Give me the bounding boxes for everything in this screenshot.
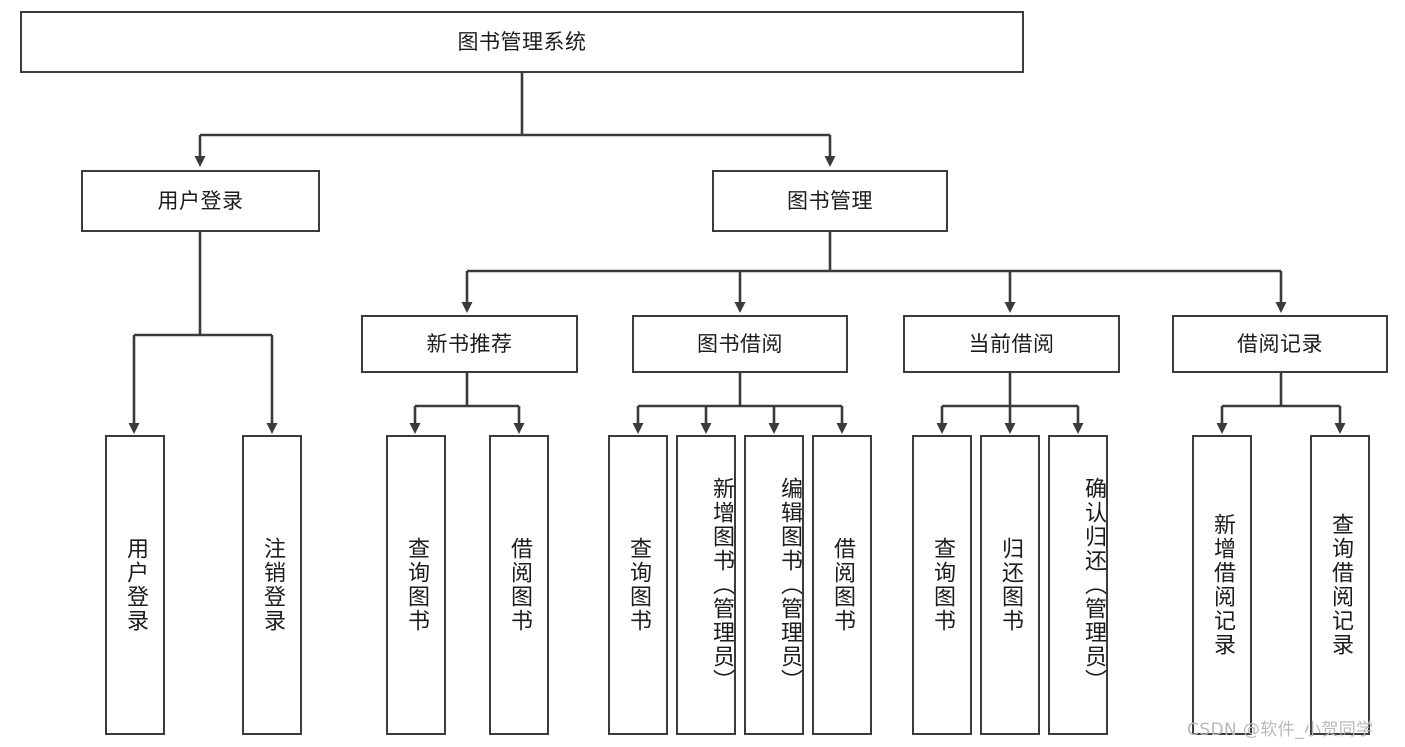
node-root[interactable]: 图书管理系统 xyxy=(20,11,1024,73)
leaf-current-borrow-confirm-return[interactable]: 确认归还（管理员） xyxy=(1048,435,1108,735)
leaf-book-borrow-add[interactable]: 新增图书（管理员） xyxy=(676,435,736,735)
leaf-book-borrow-borrow[interactable]: 借阅图书 xyxy=(812,435,872,735)
leaf-book-borrow-edit[interactable]: 编辑图书（管理员） xyxy=(744,435,804,735)
leaf-new-book-borrow[interactable]: 借阅图书 xyxy=(489,435,549,735)
node-user-login[interactable]: 用户登录 xyxy=(81,170,320,232)
node-new-book-recommend[interactable]: 新书推荐 xyxy=(361,315,578,373)
csdn-watermark: CSDN @软件_小贺同学 xyxy=(1187,720,1374,740)
leaf-borrow-record-query[interactable]: 查询借阅记录 xyxy=(1310,435,1370,735)
node-book-borrow[interactable]: 图书借阅 xyxy=(632,315,848,373)
node-book-manage[interactable]: 图书管理 xyxy=(712,170,948,232)
leaf-user-login-logout[interactable]: 注销登录 xyxy=(242,435,302,735)
leaf-current-borrow-return[interactable]: 归还图书 xyxy=(980,435,1040,735)
node-borrow-record[interactable]: 借阅记录 xyxy=(1172,315,1388,373)
leaf-borrow-record-add[interactable]: 新增借阅记录 xyxy=(1192,435,1252,735)
leaf-new-book-query[interactable]: 查询图书 xyxy=(386,435,446,735)
leaf-current-borrow-query[interactable]: 查询图书 xyxy=(912,435,972,735)
leaf-book-borrow-query[interactable]: 查询图书 xyxy=(608,435,668,735)
leaf-user-login-login[interactable]: 用户登录 xyxy=(105,435,165,735)
node-current-borrow[interactable]: 当前借阅 xyxy=(903,315,1120,373)
